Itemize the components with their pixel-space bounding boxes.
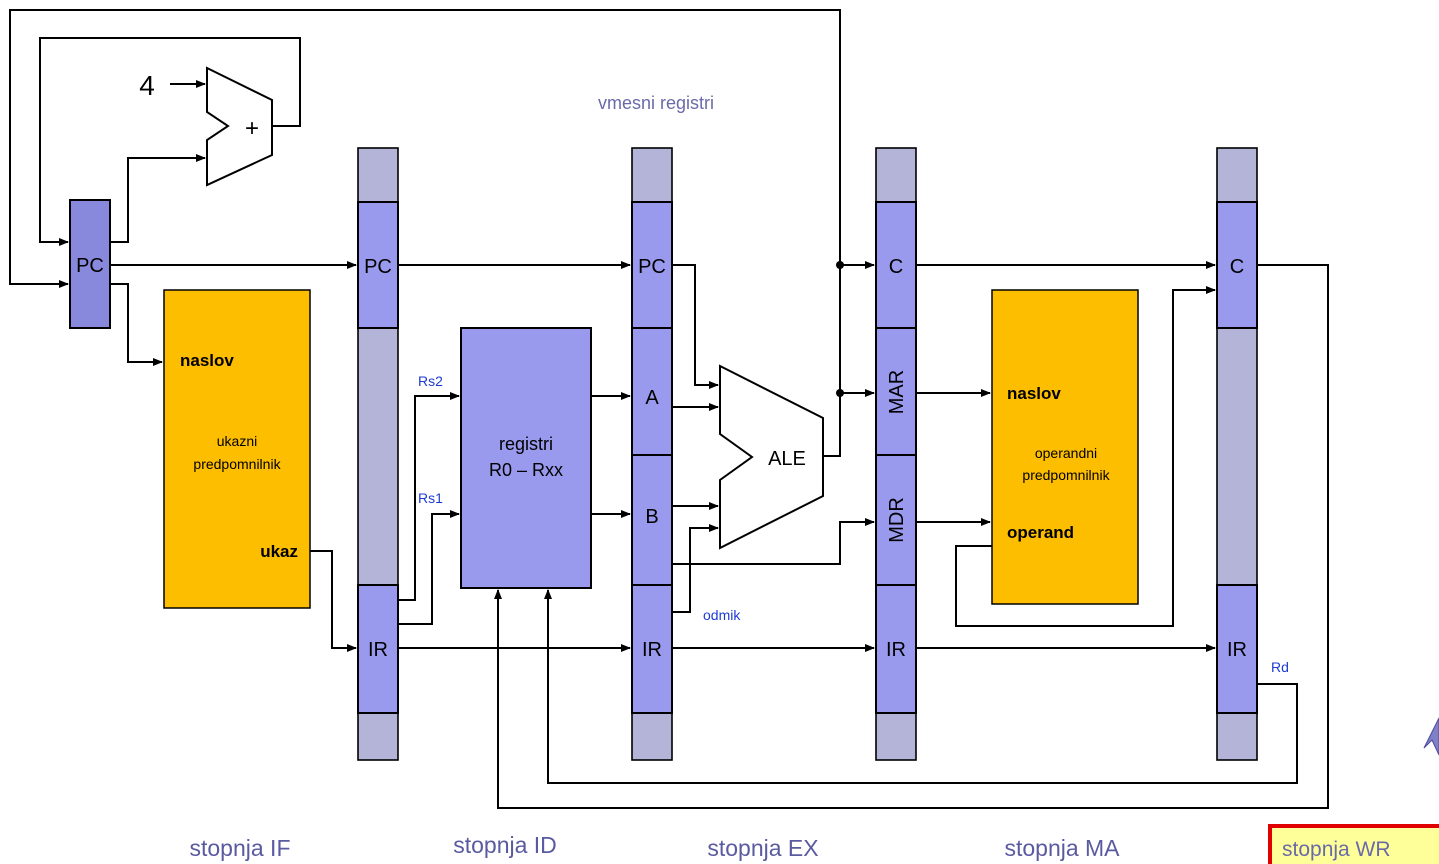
register-ir-idex xyxy=(631,584,673,714)
ifid-pc-label: PC xyxy=(364,256,392,278)
register-ir-mawr xyxy=(1216,584,1258,714)
pipeline-register-if-id xyxy=(357,147,399,761)
ifid-ir-label: IR xyxy=(368,639,388,661)
exma-ir-label: IR xyxy=(886,639,906,661)
stage-ma-label: stopnja MA xyxy=(1004,835,1120,861)
pipeline-register-ex-ma xyxy=(875,147,917,761)
adder-unit xyxy=(206,66,273,187)
idex-ir-label: IR xyxy=(642,639,662,661)
datapath-wires xyxy=(9,9,1329,809)
pipeline-register-ma-wr xyxy=(1216,147,1258,761)
register-mdr-label: MDR xyxy=(886,497,908,543)
icache-output-label: ukaz xyxy=(260,542,298,561)
stage-ex-label: stopnja EX xyxy=(707,835,818,861)
register-pc-ifid xyxy=(357,201,399,329)
regfile-name-line1: registri xyxy=(499,434,553,454)
dcache-data-label: operand xyxy=(1007,523,1074,542)
mawr-c-label: C xyxy=(1230,256,1244,278)
idex-pc-label: PC xyxy=(638,256,666,278)
register-ir-ifid xyxy=(357,584,399,714)
regfile-name-line2: R0 – Rxx xyxy=(489,460,563,480)
stage-if-label: stopnja IF xyxy=(190,835,291,861)
signal-offset: odmik xyxy=(703,607,741,623)
register-ir-exma xyxy=(875,584,917,714)
dcache-name-line2: predpomnilnik xyxy=(1022,467,1110,483)
adder-operator: + xyxy=(245,115,259,142)
intermediate-registers-label: vmesni registri xyxy=(598,93,714,113)
dcache-address-label: naslov xyxy=(1007,384,1061,403)
register-b-label: B xyxy=(645,506,658,528)
register-a xyxy=(631,327,673,456)
icache-name-line2: predpomnilnik xyxy=(193,456,281,472)
register-mdr xyxy=(875,454,917,586)
register-mar-label: MAR xyxy=(886,370,908,414)
stage-wr-label: stopnja WR xyxy=(1282,838,1391,861)
program-counter xyxy=(69,199,111,329)
mawr-ir-label: IR xyxy=(1227,639,1247,661)
signal-rs2: Rs2 xyxy=(418,373,443,389)
register-c-exma xyxy=(875,201,917,329)
pipeline-register-id-ex xyxy=(631,147,673,761)
pc-label: PC xyxy=(76,255,104,277)
exma-c-label: C xyxy=(889,256,903,278)
stage-id-label: stopnja ID xyxy=(453,832,557,858)
instruction-cache xyxy=(163,289,311,609)
register-mar xyxy=(875,327,917,456)
icache-name-line1: ukazni xyxy=(217,433,257,449)
stage-wr-highlight xyxy=(1268,824,1439,864)
operand-cache xyxy=(991,289,1139,605)
register-a-label: A xyxy=(645,387,659,409)
register-file xyxy=(460,327,592,589)
dcache-name-line1: operandni xyxy=(1035,445,1097,461)
signal-rd: Rd xyxy=(1271,659,1289,675)
icache-address-label: naslov xyxy=(180,351,234,370)
alu-label: ALE xyxy=(768,448,806,470)
adder-constant: 4 xyxy=(139,70,155,101)
partial-arrow-icon xyxy=(1423,717,1439,756)
signal-rs1: Rs1 xyxy=(418,490,443,506)
alu-unit xyxy=(719,364,824,550)
